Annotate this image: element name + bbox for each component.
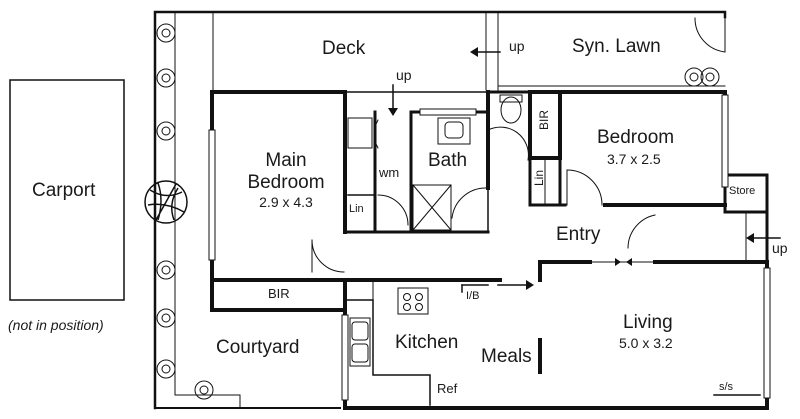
- room-label-entry: Entry: [556, 224, 601, 245]
- marker-up-top: up: [509, 38, 525, 54]
- fixture-wm: wm: [379, 165, 400, 180]
- carport-outline: [9, 79, 125, 301]
- room-label-meals: Meals: [481, 346, 532, 367]
- fixture-bir-bottom: BIR: [268, 286, 290, 301]
- room-label-carport: Carport: [32, 180, 96, 201]
- fixture-lin-left: Lin: [349, 203, 364, 215]
- door-lawn: [694, 17, 726, 53]
- room-label-main-bedroom: Main Bedroom: [247, 150, 325, 193]
- fixture-ref: Ref: [437, 381, 458, 396]
- room-label-courtyard: Courtyard: [216, 337, 300, 358]
- door-bedroom: [566, 169, 603, 206]
- room-label-bedroom: Bedroom: [597, 127, 675, 148]
- fixture-store: Store: [729, 185, 756, 197]
- carport-note: (not in position): [8, 317, 104, 333]
- door-main-bedroom: [311, 239, 345, 273]
- room-label-bath: Bath: [428, 150, 468, 171]
- room-dim-main-bedroom: 2.9 x 4.3: [259, 194, 313, 210]
- fixture-ib: I/B: [466, 290, 480, 302]
- room-label-living: Living: [623, 312, 673, 333]
- room-label-kitchen: Kitchen: [395, 332, 459, 353]
- marker-up-deck: up: [396, 67, 412, 83]
- tree: [144, 180, 188, 224]
- door-bath: [451, 187, 487, 219]
- room-label-syn-lawn: Syn. Lawn: [572, 36, 661, 57]
- marker-up-right: up: [772, 240, 788, 256]
- room-dim-living: 5.0 x 3.2: [619, 335, 673, 351]
- fixture-ss: s/s: [719, 381, 734, 393]
- property-boundary: [153, 10, 727, 410]
- room-dim-bedroom: 3.7 x 2.5: [607, 151, 661, 167]
- door-entry: [627, 214, 656, 249]
- room-label-deck: Deck: [322, 38, 366, 59]
- fixture-bir-side: BIR: [537, 110, 551, 131]
- fixture-lin-right: Lin: [532, 170, 546, 187]
- garden-shrubs: [156, 23, 720, 400]
- kitchen-bench: [344, 281, 431, 406]
